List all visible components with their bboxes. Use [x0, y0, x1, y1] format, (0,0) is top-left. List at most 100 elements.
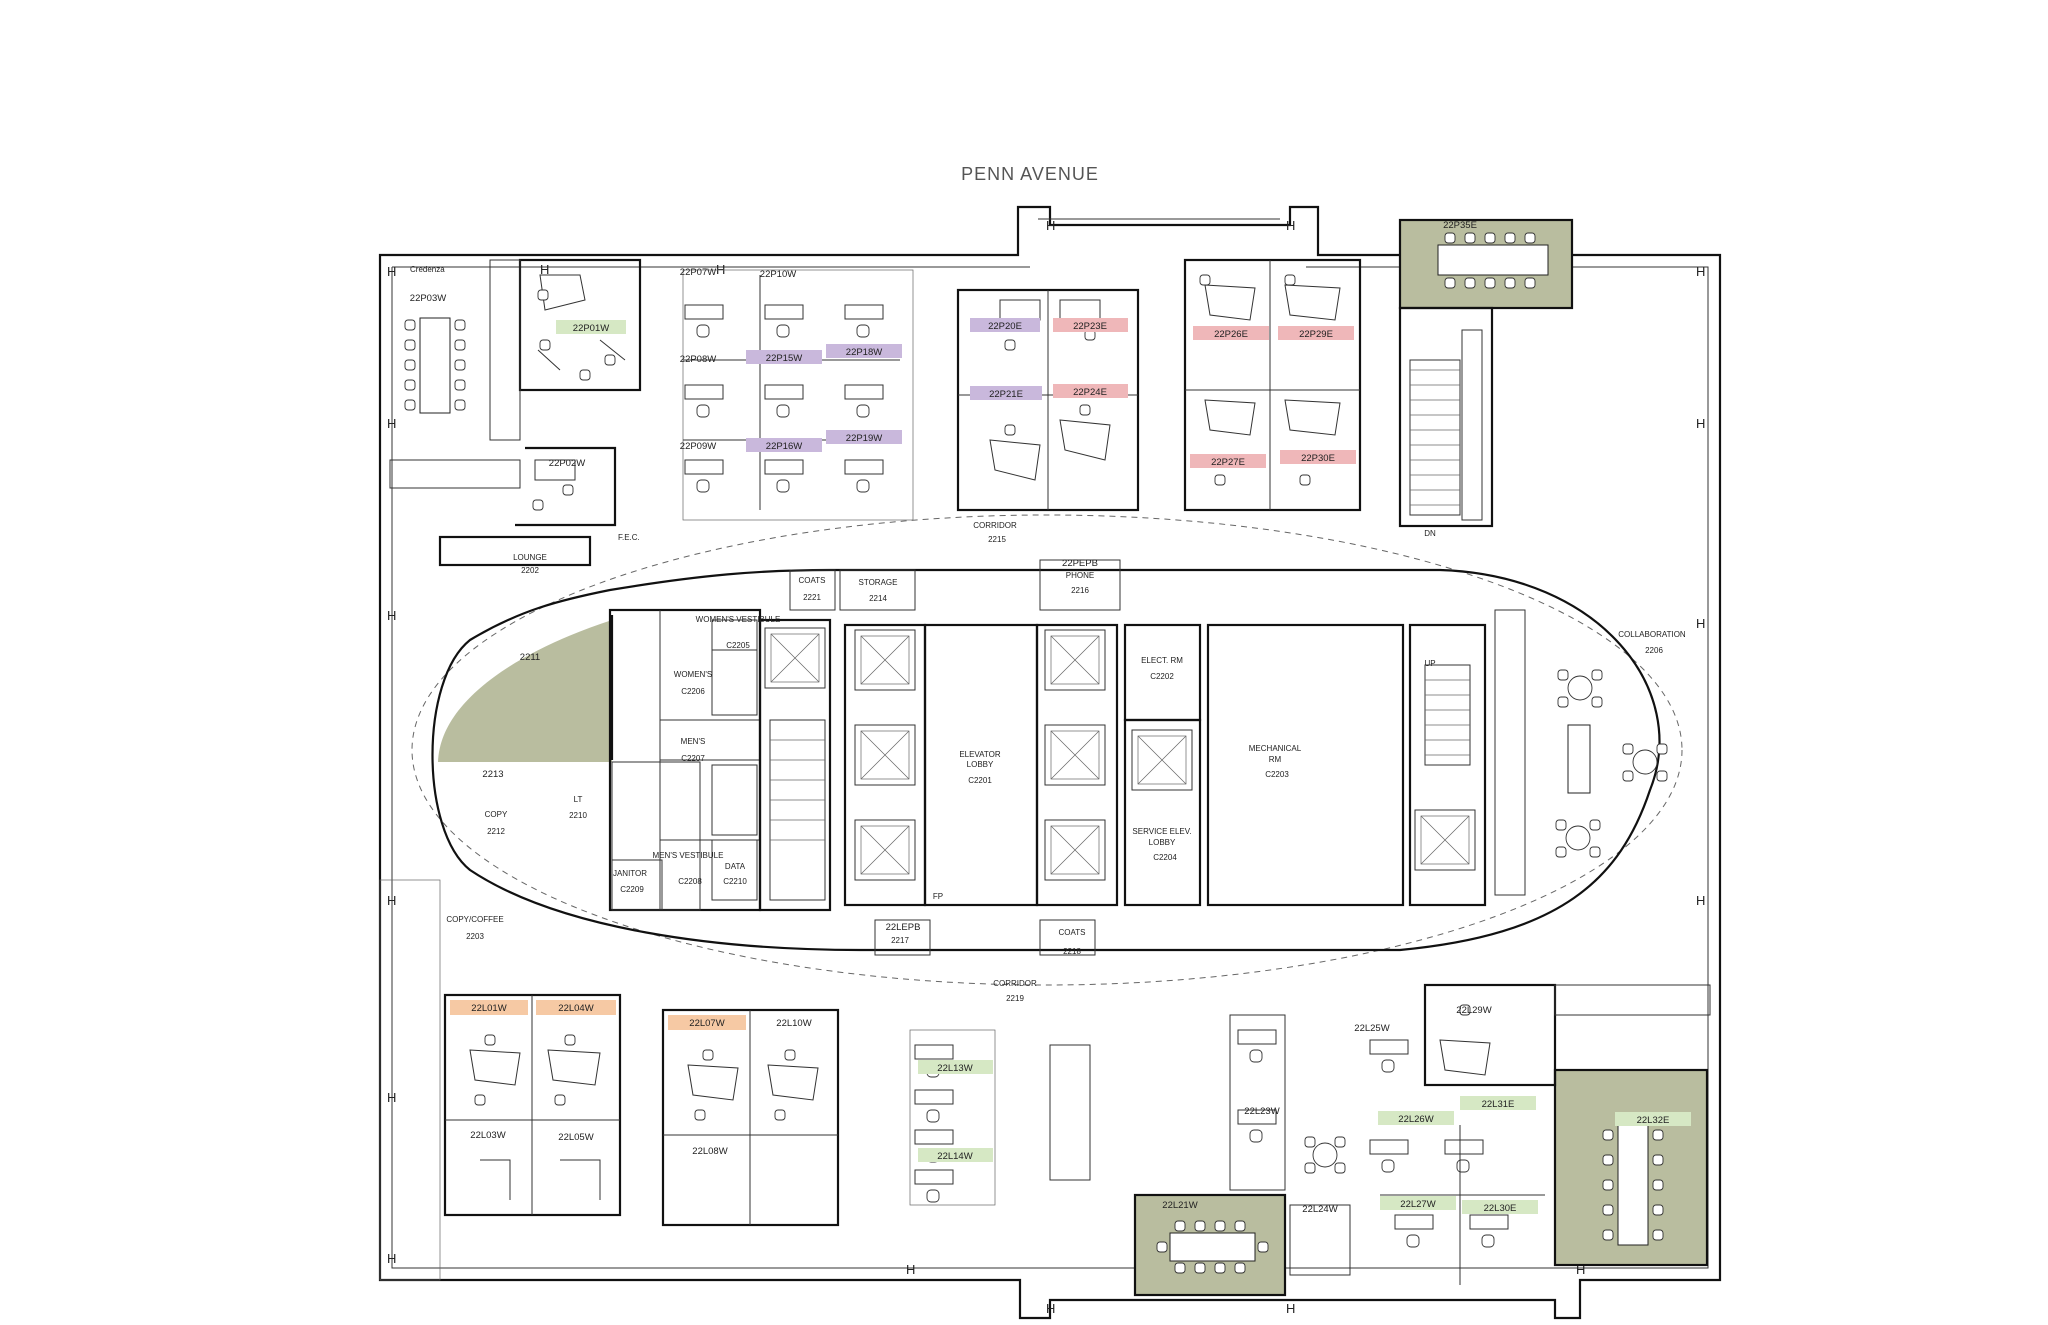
tag-22l13w: 22L13W [918, 1060, 993, 1074]
svg-text:22P03W: 22P03W [410, 293, 446, 304]
tag-22p01w: 22P01W [556, 320, 626, 334]
svg-text:2215: 2215 [988, 535, 1006, 544]
svg-text:22L25W: 22L25W [1354, 1023, 1389, 1034]
svg-text:CORRIDOR: CORRIDOR [993, 979, 1037, 988]
svg-text:2214: 2214 [869, 594, 887, 603]
svg-text:FP: FP [933, 892, 943, 901]
elevator-bank-west [758, 618, 927, 912]
svg-text:C2210: C2210 [723, 877, 747, 886]
svg-text:22P21E: 22P21E [989, 389, 1023, 400]
svg-text:22P16W: 22P16W [766, 441, 802, 452]
tag-22p15w: 22P15W [746, 350, 822, 364]
tag-22p27e: 22P27E [1190, 454, 1266, 468]
tag-22p19w: 22P19W [826, 430, 902, 444]
svg-text:F.E.C.: F.E.C. [618, 533, 640, 542]
tag-22p16w: 22P16W [746, 438, 822, 452]
tag-22l32e: 22L32E [1615, 1112, 1691, 1126]
svg-text:H: H [1696, 416, 1705, 431]
tag-22p26e: 22P26E [1193, 326, 1269, 340]
svg-text:22P10W: 22P10W [760, 269, 796, 280]
svg-text:CORRIDOR: CORRIDOR [973, 521, 1017, 530]
svg-text:22P23E: 22P23E [1073, 321, 1107, 332]
svg-text:2213: 2213 [482, 769, 503, 780]
svg-text:22P07W: 22P07W [680, 267, 716, 278]
svg-text:22L01W: 22L01W [471, 1003, 506, 1014]
svg-text:H: H [1576, 1262, 1585, 1277]
mechanical-room [1206, 623, 1405, 907]
svg-text:Credenza: Credenza [410, 265, 445, 274]
svg-text:C2206: C2206 [681, 687, 705, 696]
svg-text:22L30E: 22L30E [1484, 1203, 1517, 1214]
svg-text:H: H [387, 416, 396, 431]
tag-22p18w: 22P18W [826, 344, 902, 358]
svg-text:SERVICE ELEV.: SERVICE ELEV. [1132, 827, 1191, 836]
svg-text:22P09W: 22P09W [680, 441, 716, 452]
svg-text:22L31E: 22L31E [1482, 1099, 1515, 1110]
svg-text:2218: 2218 [1063, 947, 1081, 956]
svg-text:22L21W: 22L21W [1162, 1200, 1197, 1211]
svg-text:ELEVATOR: ELEVATOR [959, 750, 1001, 759]
svg-text:2202: 2202 [521, 566, 539, 575]
svg-text:C2204: C2204 [1153, 853, 1177, 862]
svg-text:PHONE: PHONE [1066, 571, 1094, 580]
tag-22p21e: 22P21E [970, 386, 1042, 400]
svg-text:22P08W: 22P08W [680, 354, 716, 365]
tag-22p30e: 22P30E [1280, 450, 1356, 464]
svg-text:22P15W: 22P15W [766, 353, 802, 364]
svg-text:2217: 2217 [891, 936, 909, 945]
elevator-bank-east [1035, 623, 1119, 907]
svg-text:22P24E: 22P24E [1073, 387, 1107, 398]
room-2211 [438, 620, 612, 762]
svg-text:22P27E: 22P27E [1211, 457, 1245, 468]
conference-table-l21w [1156, 1220, 1269, 1274]
svg-text:22L26W: 22L26W [1398, 1114, 1433, 1125]
workstations-p07-p19 [682, 269, 914, 521]
svg-text:MECHANICAL: MECHANICAL [1249, 744, 1302, 753]
svg-text:22L24W: 22L24W [1302, 1204, 1337, 1215]
svg-text:H: H [1286, 218, 1295, 233]
svg-text:MEN'S: MEN'S [681, 737, 706, 746]
svg-text:WOMEN'S VESTIBULE: WOMEN'S VESTIBULE [696, 615, 781, 624]
tag-22p24e: 22P24E [1053, 384, 1128, 398]
conference-table-l32e [1602, 1124, 1664, 1246]
svg-text:C2202: C2202 [1150, 672, 1174, 681]
svg-text:C2201: C2201 [968, 776, 992, 785]
workstations-l13-l14 [909, 1029, 1091, 1206]
tag-22l30e: 22L30E [1462, 1200, 1538, 1214]
svg-text:DN: DN [1424, 529, 1436, 538]
svg-text:22LEPB: 22LEPB [886, 922, 921, 933]
tag-22p23e: 22P23E [1053, 318, 1128, 332]
svg-text:2221: 2221 [803, 593, 821, 602]
svg-text:C2205: C2205 [726, 641, 750, 650]
svg-text:22L05W: 22L05W [558, 1132, 593, 1143]
tag-22l26w: 22L26W [1378, 1111, 1454, 1125]
svg-text:22L27W: 22L27W [1400, 1199, 1435, 1210]
svg-text:H: H [1696, 893, 1705, 908]
svg-text:H: H [387, 1251, 396, 1266]
tag-22l31e: 22L31E [1460, 1096, 1536, 1110]
svg-text:H: H [387, 608, 396, 623]
svg-text:22L07W: 22L07W [689, 1018, 724, 1029]
svg-text:22P30E: 22P30E [1301, 453, 1335, 464]
svg-text:2203: 2203 [466, 932, 484, 941]
column-marks: HH HH HH HH HH HH HH HH HH HH [387, 218, 1705, 1316]
svg-text:2211: 2211 [520, 652, 540, 663]
svg-text:H: H [387, 264, 396, 279]
svg-text:C2209: C2209 [620, 885, 644, 894]
tag-22l07w: 22L07W [668, 1015, 746, 1030]
svg-text:22L29W: 22L29W [1456, 1005, 1491, 1016]
svg-text:WOMEN'S: WOMEN'S [674, 670, 712, 679]
svg-text:22L14W: 22L14W [937, 1151, 972, 1162]
svg-text:H: H [1696, 264, 1705, 279]
svg-text:22P20E: 22P20E [988, 321, 1022, 332]
svg-text:22P35E: 22P35E [1443, 220, 1477, 231]
svg-text:22L13W: 22L13W [937, 1063, 972, 1074]
building-outline [378, 205, 1722, 1320]
svg-text:22L03W: 22L03W [470, 1130, 505, 1141]
tag-22l14w: 22L14W [918, 1148, 993, 1162]
svg-text:H: H [906, 1262, 915, 1277]
svg-text:RM: RM [1269, 755, 1282, 764]
svg-text:COPY: COPY [485, 810, 508, 819]
tag-22l27w: 22L27W [1380, 1196, 1456, 1210]
